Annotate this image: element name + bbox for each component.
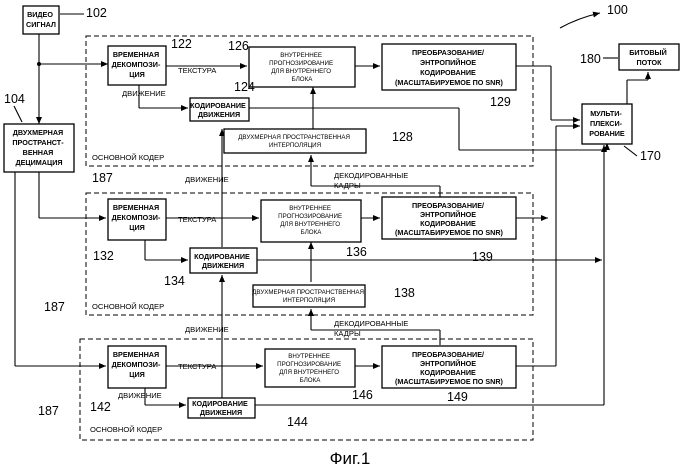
intra-prediction-box-3: ВНУТРЕННЕЕ ПРОГНОЗИРОВАНИЕ ДЛЯ ВНУТРЕННЕ…	[265, 349, 355, 387]
transform-box-3: ПРЕОБРАЗОВАНИЕ/ ЭНТРОПИЙНОЕ КОДИРОВАНИЕ …	[382, 346, 516, 388]
layer-3: ВРЕМЕННАЯ ДЕКОМПОЗИ- ЦИЯ 142 ТЕКСТУРА ДВ…	[38, 346, 516, 434]
temporal-decomposition-box-1: ВРЕМЕННАЯ ДЕКОМПОЗИ- ЦИЯ	[108, 46, 166, 85]
encoder-ref-3: 187	[38, 404, 59, 418]
video-signal-label: ВИДЕО СИГНАЛ	[26, 10, 56, 29]
texture-label-2: ТЕКСТУРА	[178, 215, 217, 224]
texture-label-3: ТЕКСТУРА	[178, 362, 217, 371]
motion-coding-box-1: КОДИРОВАНИЕ ДВИЖЕНИЯ	[190, 98, 249, 121]
motion-label-3: ДВИЖЕНИЕ	[118, 391, 162, 400]
svg-text:КОДИРОВАНИЕ ДВИЖЕНИЯ: КОДИРОВАНИЕ ДВИЖЕНИЯ	[190, 101, 248, 119]
encoder-ref-2: 187	[44, 300, 65, 314]
svg-text:КОДИРОВАНИЕ ДВИЖЕНИЯ: КОДИРОВАНИЕ ДВИЖЕНИЯ	[194, 252, 252, 270]
temporal-decomposition-box-2: ВРЕМЕННАЯ ДЕКОМПОЗИ- ЦИЯ	[108, 199, 166, 240]
video-signal-box: ВИДЕО СИГНАЛ	[23, 6, 59, 34]
motion-label-1: ДВИЖЕНИЕ	[122, 89, 166, 98]
decoded-frames-label-2b: КАДРЫ	[334, 329, 361, 338]
video-signal-ref: 102	[86, 6, 107, 20]
layer-2: ВРЕМЕННАЯ ДЕКОМПОЗИ- ЦИЯ 132 ТЕКСТУРА ВН…	[44, 197, 516, 314]
layer-1: ВРЕМЕННАЯ ДЕКОМПОЗИ- ЦИЯ 122 ТЕКСТУРА ДВ…	[92, 37, 516, 185]
mux-ref-leader	[624, 146, 637, 156]
figure-ref: 100	[607, 3, 628, 17]
decoded-frames-label-1a: ДЕКОДИРОВАННЫЕ	[334, 171, 408, 180]
transform-box-1: ПРЕОБРАЗОВАНИЕ/ ЭНТРОПИЙНОЕ КОДИРОВАНИЕ …	[382, 44, 516, 90]
encoder-ref-1: 187	[92, 171, 113, 185]
transform-ref-2: 139	[472, 250, 493, 264]
intra-ref-2: 136	[346, 245, 367, 259]
inter-motion-label-2: ДВИЖЕНИЕ	[185, 325, 229, 334]
figure-caption: Фиг.1	[330, 449, 371, 468]
motion-coding-box-3: КОДИРОВАНИЕ ДВИЖЕНИЯ	[188, 398, 255, 418]
motion-coding-ref-2: 134	[164, 274, 185, 288]
intra-prediction-box-2: ВНУТРЕННЕЕ ПРОГНОЗИРОВАНИЕ ДЛЯ ВНУТРЕННЕ…	[261, 200, 361, 242]
intra-prediction-box-1: ВНУТРЕННЕЕ ПРОГНОЗИРОВАНИЕ ДЛЯ ВНУТРЕННЕ…	[249, 47, 355, 87]
svg-text:КОДИРОВАНИЕ ДВИЖЕНИЯ: КОДИРОВАНИЕ ДВИЖЕНИЯ	[192, 399, 250, 417]
bitstream-box: БИТОВЫЙ ПОТОК	[619, 44, 679, 70]
motion-coding-box-2: КОДИРОВАНИЕ ДВИЖЕНИЯ	[190, 248, 257, 273]
encoder-label-1: ОСНОВНОЙ КОДЕР	[92, 153, 164, 162]
temporal-ref-2: 132	[93, 249, 114, 263]
encoder-label-3: ОСНОВНОЙ КОДЕР	[90, 425, 162, 434]
interpolation-ref-1: 128	[392, 130, 413, 144]
intra-ref-3: 146	[352, 388, 373, 402]
interpolation-ref-2: 138	[394, 286, 415, 300]
decoded-frames-label-1b: КАДРЫ	[334, 181, 361, 190]
encoder-label-2: ОСНОВНОЙ КОДЕР	[92, 302, 164, 311]
bitstream-ref: 180	[580, 52, 601, 66]
temporal-decomposition-box-3: ВРЕМЕННАЯ ДЕКОМПОЗИ- ЦИЯ	[108, 346, 166, 388]
texture-label-1: ТЕКСТУРА	[178, 66, 217, 75]
temporal-ref-3: 142	[90, 400, 111, 414]
figure-ref-arrow	[560, 13, 600, 28]
transform-box-2: ПРЕОБРАЗОВАНИЕ/ ЭНТРОПИЙНОЕ КОДИРОВАНИЕ …	[382, 197, 516, 239]
intra-ref-1: 126	[228, 39, 249, 53]
decimation-ref: 104	[4, 92, 25, 106]
transform-ref-1: 129	[490, 95, 511, 109]
mux-label: МУЛЬТИ- ПЛЕКСИ- РОВАНИЕ	[589, 109, 625, 138]
motion-coding-ref-3: 144	[287, 415, 308, 429]
inter-motion-label-1: ДВИЖЕНИЕ	[185, 175, 229, 184]
decimation-box: ДВУХМЕРНАЯ ПРОСТРАНСТ- ВЕННАЯ ДЕЦИМАЦИЯ	[4, 124, 74, 172]
mux-ref: 170	[640, 149, 661, 163]
temporal-ref-1: 122	[171, 37, 192, 51]
transform-ref-3: 149	[447, 390, 468, 404]
mux-box: МУЛЬТИ- ПЛЕКСИ- РОВАНИЕ	[582, 104, 632, 144]
decoded-frames-label-2a: ДЕКОДИРОВАННЫЕ	[334, 319, 408, 328]
interpolation-box-2: ДВУХМЕРНАЯ ПРОСТРАНСТВЕННАЯ ИНТЕРПОЛЯЦИЯ	[252, 285, 366, 307]
motion-coding-ref-1: 124	[234, 80, 255, 94]
decimation-ref-leader	[14, 106, 22, 122]
interpolation-box-1: ДВУХМЕРНАЯ ПРОСТРАНСТВЕННАЯ ИНТЕРПОЛЯЦИЯ	[224, 129, 366, 153]
